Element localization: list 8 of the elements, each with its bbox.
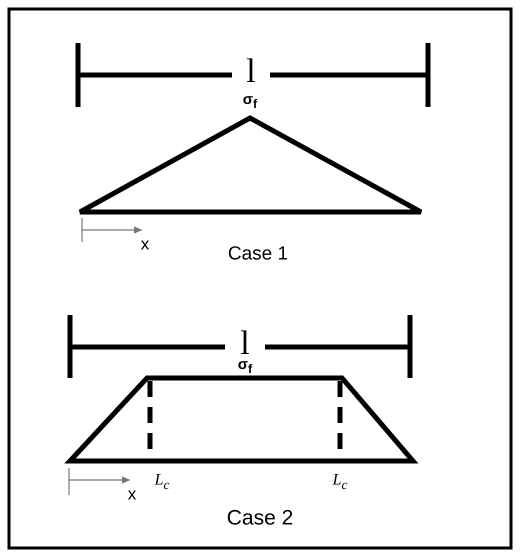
position-label: L$_{c}$ xyxy=(332,472,348,492)
case-caption: Case 2 xyxy=(226,508,294,528)
case-caption: Case 1 xyxy=(228,244,288,264)
axis-label: x xyxy=(140,236,150,252)
axis-label: x xyxy=(128,486,136,502)
length-label: l xyxy=(246,55,256,89)
stress-label: σ$_{f}$ xyxy=(242,92,258,110)
position-label: L$_{c}$ xyxy=(154,472,170,492)
